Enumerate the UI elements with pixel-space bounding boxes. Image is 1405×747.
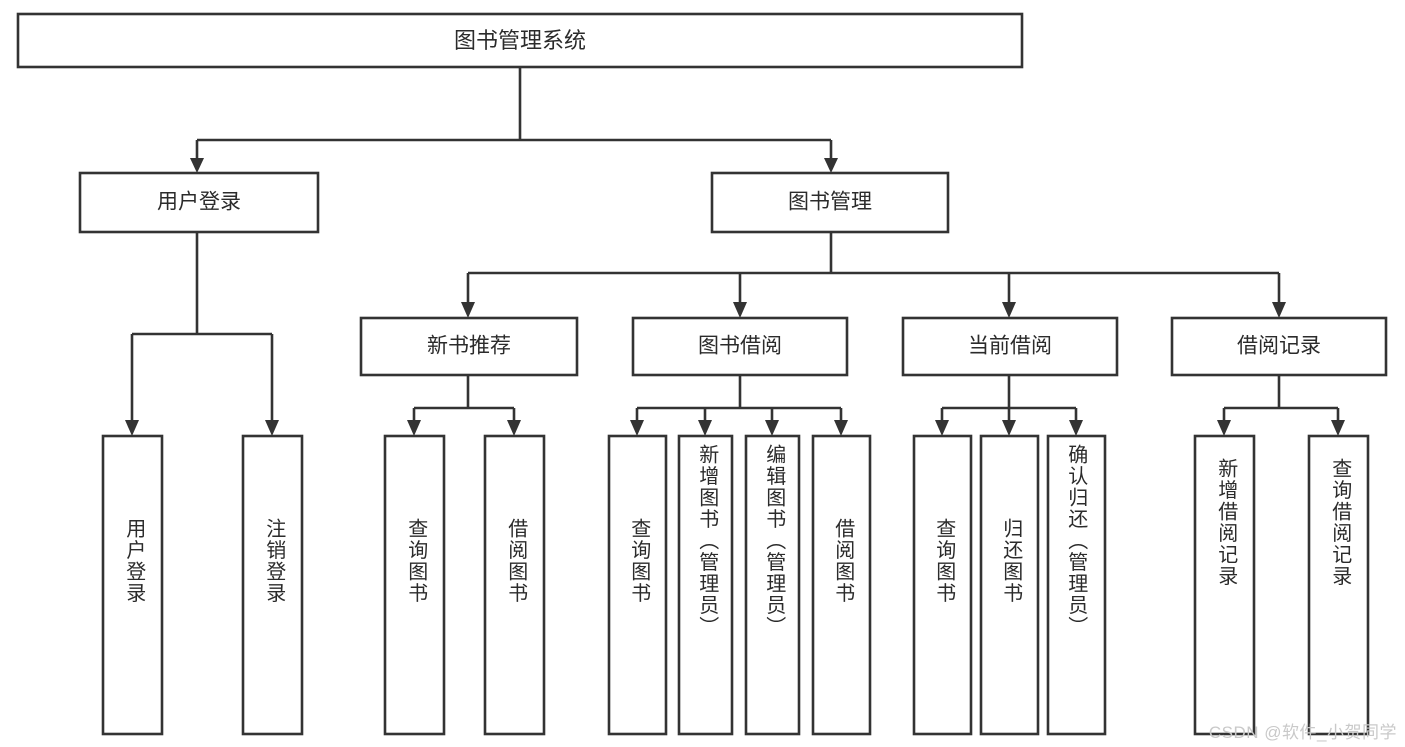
arrow-l3-current xyxy=(1002,302,1016,318)
arrow-leaf-borrow-book-2 xyxy=(834,420,848,436)
node-new-book-label: 新书推荐 xyxy=(427,335,511,358)
node-user-login-box[interactable] xyxy=(78,171,320,234)
arrow-leaf-query-record xyxy=(1331,420,1345,436)
leaf-query-book-1-box[interactable] xyxy=(383,434,446,736)
node-current-borrow-box[interactable] xyxy=(901,316,1119,377)
leaf-query-record-box[interactable] xyxy=(1307,434,1370,736)
leaf-borrow-book-2-box[interactable] xyxy=(811,434,872,736)
arrow-leaf-user-login xyxy=(125,420,139,436)
node-book-borrow-label: 图书借阅 xyxy=(698,335,782,358)
arrow-userlogin xyxy=(190,158,204,173)
leaf-logout-box[interactable] xyxy=(241,434,304,736)
leaf-query-book-2-box[interactable] xyxy=(607,434,668,736)
arrow-leaf-confirm-return xyxy=(1069,420,1083,436)
node-root[interactable]: 图书管理系统 xyxy=(16,12,1024,69)
arrow-l3-newbook xyxy=(461,302,475,318)
leaf-user-login-box[interactable] xyxy=(101,434,164,736)
arrow-l3-borrow xyxy=(733,302,747,318)
leaf-borrow-book-1-box[interactable] xyxy=(483,434,546,736)
arrow-leaf-query-book-1 xyxy=(407,420,421,436)
node-user-login-label: 用户登录 xyxy=(157,191,241,214)
node-book-borrow[interactable]: 图书借阅 xyxy=(631,316,849,377)
node-current-borrow[interactable]: 当前借阅 xyxy=(901,316,1119,377)
node-book-manage-label: 图书管理 xyxy=(788,191,872,214)
leaf-confirm-return-box[interactable] xyxy=(1046,434,1107,736)
arrow-leaf-query-book-3 xyxy=(935,420,949,436)
leaf-group-new-book xyxy=(383,434,546,736)
arrow-leaf-return-book xyxy=(1002,420,1016,436)
node-new-book-box[interactable] xyxy=(359,316,579,377)
leaf-return-book-box[interactable] xyxy=(979,434,1040,736)
arrow-leaf-edit-book xyxy=(765,420,779,436)
node-borrow-record-box[interactable] xyxy=(1170,316,1388,377)
node-borrow-record-label: 借阅记录 xyxy=(1237,335,1321,358)
leaf-group-book-borrow xyxy=(607,434,872,736)
arrow-bookmanage xyxy=(824,158,838,173)
arrow-leaf-add-record xyxy=(1217,420,1231,436)
connector-group xyxy=(125,67,1345,436)
arrow-leaf-add-book xyxy=(698,420,712,436)
node-book-borrow-box[interactable] xyxy=(631,316,849,377)
arrow-leaf-borrow-book-1 xyxy=(507,420,521,436)
node-user-login[interactable]: 用户登录 xyxy=(78,171,320,234)
leaf-query-book-3-box[interactable] xyxy=(912,434,973,736)
leaf-edit-book-box[interactable] xyxy=(744,434,801,736)
node-book-manage[interactable]: 图书管理 xyxy=(710,171,950,234)
node-borrow-record[interactable]: 借阅记录 xyxy=(1170,316,1388,377)
node-current-borrow-label: 当前借阅 xyxy=(968,335,1052,358)
arrow-leaf-logout xyxy=(265,420,279,436)
arrow-l3-record xyxy=(1272,302,1286,318)
leaf-group-borrow-record xyxy=(1193,434,1370,736)
leaf-group-user-login xyxy=(101,434,304,736)
leaf-add-record-box[interactable] xyxy=(1193,434,1256,736)
arrow-leaf-query-book-2 xyxy=(630,420,644,436)
leaf-group-current-borrow xyxy=(912,434,1107,736)
node-new-book[interactable]: 新书推荐 xyxy=(359,316,579,377)
node-root-label: 图书管理系统 xyxy=(454,28,586,53)
csdn-watermark: CSDN @软件_小贺同学 xyxy=(1208,723,1397,742)
node-book-manage-box[interactable] xyxy=(710,171,950,234)
leaf-add-book-box[interactable] xyxy=(677,434,734,736)
node-root-box[interactable] xyxy=(16,12,1024,69)
